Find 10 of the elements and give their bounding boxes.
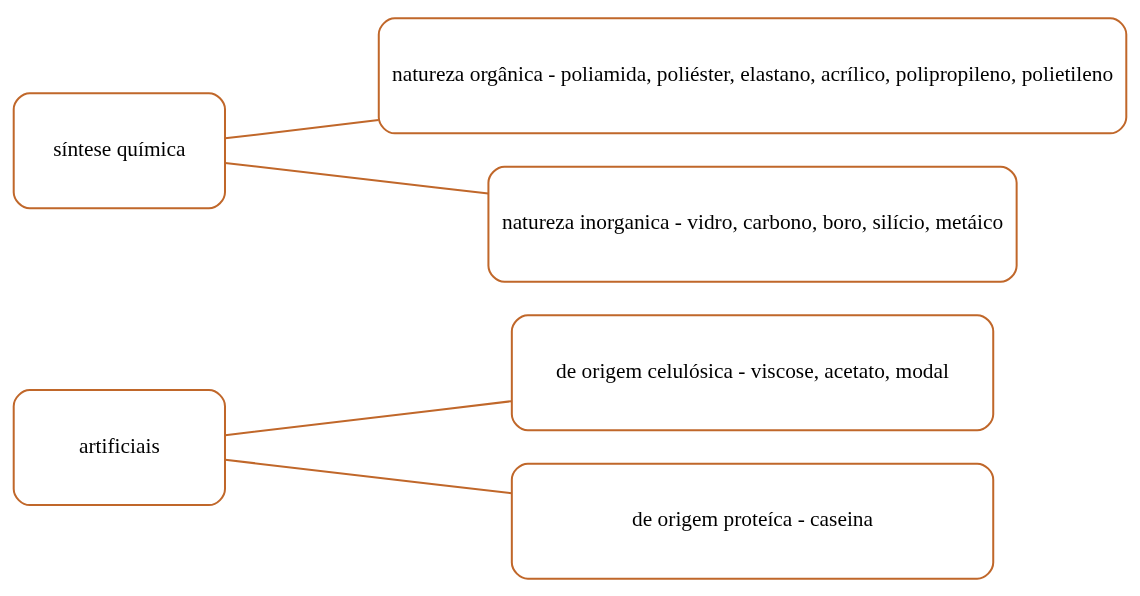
connector [225,458,512,494]
node-box: de origem celulósica - viscose, acetato, modal [510,313,995,431]
node-box: artificiais [12,388,226,506]
node-box: de origem proteíca - caseina [510,462,995,580]
node-box: síntese química [12,91,226,209]
connector [225,118,379,139]
node-box: natureza orgânica - poliamida, poliéster, elastano, acrílico, polipropileno, polietileno [377,16,1128,134]
node-box: natureza inorganica - vidro, carbono, boro, silício, metáico [487,165,1018,283]
connector [225,161,489,195]
connector [225,399,512,436]
